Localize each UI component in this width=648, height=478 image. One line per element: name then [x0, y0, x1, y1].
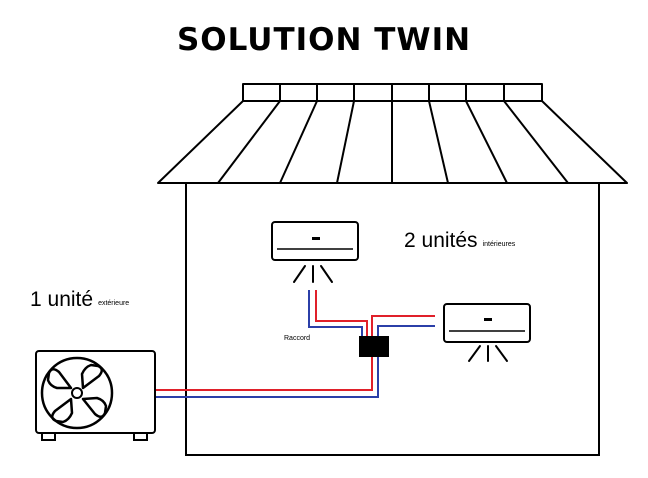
- house-outline: [157, 83, 628, 456]
- pipe-hot-main: [155, 315, 435, 391]
- pipe-hot-branch: [315, 290, 368, 336]
- outdoor-unit-fan-icon: [35, 350, 156, 441]
- pipe-connector-icon: [359, 336, 389, 357]
- pipe-cold-main: [155, 325, 435, 398]
- diagram-title: SOLUTION TWIN: [176, 22, 472, 58]
- house-walls: [185, 182, 600, 456]
- outdoor-count: 1 unité: [30, 288, 94, 311]
- house-roof: [157, 83, 628, 184]
- airflow-icon: [468, 345, 508, 362]
- indoor-qualifier: intérieures: [482, 241, 516, 248]
- indoor-units-label: 2 unités intérieures: [404, 229, 515, 253]
- connector-label: Raccord: [284, 335, 311, 342]
- refrigerant-pipes: [155, 290, 435, 398]
- pipe-cold-branch: [308, 290, 363, 336]
- wall-split-unit-icon: [271, 221, 359, 261]
- indoor-count: 2 unités: [404, 229, 478, 252]
- outdoor-qualifier: extérieure: [98, 300, 130, 307]
- outdoor-unit-label: 1 unité extérieure: [30, 288, 129, 312]
- wall-split-unit-icon: [443, 303, 531, 343]
- airflow-icon: [293, 265, 333, 283]
- indoor-unit-2: [443, 303, 531, 362]
- indoor-unit-1: [271, 221, 359, 283]
